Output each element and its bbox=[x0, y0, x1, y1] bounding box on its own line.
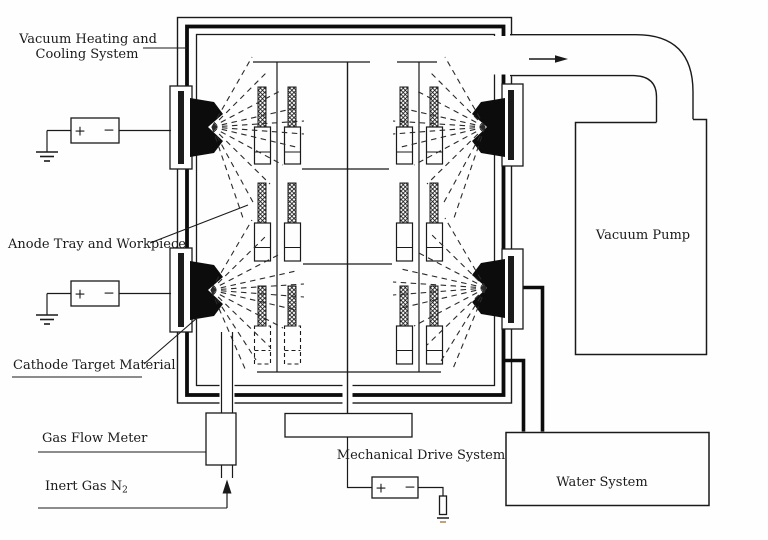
gas-flow-meter-label: Gas Flow Meter bbox=[42, 431, 148, 446]
workpiece-holder bbox=[253, 126, 272, 165]
vacuum-heating-label-line1: Vacuum Heating and bbox=[18, 32, 157, 47]
workpiece-holder bbox=[253, 222, 272, 262]
inert-gas-label: Inert Gas N2 bbox=[45, 479, 128, 496]
psu1-plus-label: + bbox=[74, 124, 86, 140]
water-system-label: Water System bbox=[556, 475, 647, 490]
cathode-target-left-upper bbox=[190, 98, 223, 157]
workpieces bbox=[253, 86, 444, 365]
chamber-outer-wall bbox=[176, 16, 513, 404]
psu1-box bbox=[70, 117, 120, 144]
duct-body bbox=[510, 35, 693, 119]
gas-pipe-opening bbox=[219, 383, 235, 405]
cathode-target-right-lower bbox=[472, 259, 505, 318]
port-slot-left-upper bbox=[178, 91, 184, 164]
psu3-wire bbox=[418, 486, 444, 496]
workpiece-bar bbox=[287, 182, 297, 224]
cathode-target-leader-line bbox=[143, 317, 198, 365]
workpiece-bar bbox=[399, 182, 409, 224]
psu3-minus-label: − bbox=[404, 480, 416, 496]
duct-inner-contour bbox=[510, 74, 658, 123]
annotations: Vacuum Heating and Cooling System Anode … bbox=[7, 32, 505, 509]
water-pipe-lower bbox=[503, 358, 526, 432]
vacuum-chamber bbox=[176, 16, 514, 405]
chamber-inner-wall bbox=[195, 33, 496, 387]
vacuum-pump-box bbox=[574, 118, 708, 356]
workpiece-holder bbox=[425, 126, 444, 165]
workpiece-holder-dashed bbox=[253, 325, 272, 365]
workpiece-holder bbox=[283, 222, 302, 262]
cathode-port-flanges bbox=[169, 83, 524, 333]
drive-shaft-lead bbox=[346, 437, 372, 489]
vacuum-pump: Vacuum Pump bbox=[574, 118, 708, 356]
port-slot-right-upper bbox=[508, 90, 514, 160]
workpiece-bar bbox=[257, 285, 267, 327]
workpiece-bar bbox=[429, 86, 439, 128]
workpiece-bar bbox=[429, 285, 439, 327]
water-system-box bbox=[505, 431, 710, 507]
gas-flow-meter-box bbox=[205, 412, 237, 466]
workpiece-bar bbox=[287, 86, 297, 128]
workpiece-holder bbox=[425, 222, 444, 262]
power-supply-lower: + − bbox=[36, 280, 171, 325]
workpiece-bar bbox=[399, 285, 409, 327]
duct-outer-contour bbox=[510, 34, 694, 120]
exhaust-duct bbox=[510, 34, 694, 123]
flow-arrow-icon bbox=[529, 55, 568, 63]
workpiece-bar bbox=[287, 285, 297, 327]
workpiece-holder-dashed bbox=[283, 325, 302, 365]
ground-icon bbox=[36, 151, 58, 162]
mechanical-drive: + − bbox=[284, 412, 449, 523]
flux-left-upper bbox=[211, 56, 305, 219]
anode-tray-structure bbox=[253, 61, 441, 414]
workpiece-bar bbox=[257, 86, 267, 128]
psu2-plus-label: + bbox=[74, 287, 86, 303]
psu1-minus-label: − bbox=[103, 123, 115, 139]
psu3-plus-label: + bbox=[375, 481, 387, 497]
duct-opening bbox=[492, 36, 514, 75]
vacuum-heating-label-line2: Cooling System bbox=[36, 47, 139, 62]
vacuum-pump-label: Vacuum Pump bbox=[595, 228, 690, 243]
anode-tray-leader-line bbox=[149, 204, 249, 244]
power-supply-upper: + − bbox=[36, 117, 171, 162]
port-slot-left-lower bbox=[178, 253, 184, 327]
workpiece-holder bbox=[395, 222, 414, 262]
workpiece-bar bbox=[257, 182, 267, 224]
ground-icon bbox=[437, 517, 449, 523]
cathode-target-left-lower bbox=[190, 261, 223, 320]
cathode-target-right-upper bbox=[472, 98, 505, 157]
anode-tray-label: Anode Tray and Workpiece bbox=[7, 237, 186, 252]
mechanical-drive-label: Mechanical Drive System bbox=[337, 448, 505, 463]
ground-icon bbox=[36, 314, 58, 325]
psu2-box bbox=[70, 280, 120, 307]
workpiece-bar bbox=[399, 86, 409, 128]
workpiece-holder bbox=[395, 325, 414, 365]
flux-right-lower bbox=[392, 217, 487, 372]
psu2-minus-label: − bbox=[103, 286, 115, 302]
mechanical-drive-base bbox=[284, 412, 413, 438]
cathode-target-label: Cathode Target Material bbox=[13, 358, 176, 373]
cathode-targets bbox=[190, 98, 505, 320]
psu3-resistor bbox=[438, 495, 448, 516]
water-system: Water System bbox=[503, 285, 710, 507]
gas-system bbox=[205, 332, 237, 508]
gas-inlet-arrow-icon bbox=[222, 479, 232, 508]
water-pipe-upper bbox=[521, 285, 545, 432]
sputter-flux-rays bbox=[210, 56, 487, 372]
flux-right-upper bbox=[392, 56, 486, 219]
workpiece-bar bbox=[429, 182, 439, 224]
port-slot-right-lower bbox=[508, 256, 514, 323]
flux-left-lower bbox=[210, 219, 305, 372]
